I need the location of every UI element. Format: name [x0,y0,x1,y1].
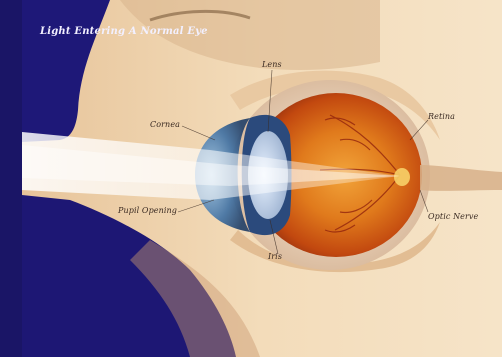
label-optic-nerve: Optic Nerve [428,212,478,221]
label-iris: Iris [268,252,282,261]
label-lens: Lens [262,60,282,69]
illustration-title: Light Entering A Normal Eye [40,26,208,37]
label-pupil-opening: Pupil Opening [118,206,177,215]
label-cornea: Cornea [150,120,180,129]
label-retina: Retina [428,112,455,121]
